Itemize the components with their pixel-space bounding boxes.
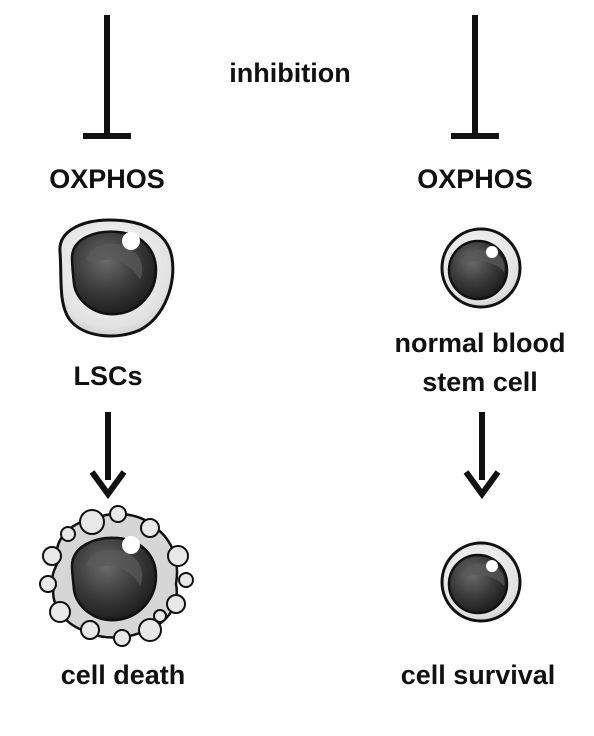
normal-stem-cell-label-line1: normal blood bbox=[394, 328, 566, 358]
left-down-arrow-icon bbox=[89, 412, 127, 500]
dying-cell-icon bbox=[39, 505, 194, 647]
right-down-arrow-icon bbox=[463, 412, 501, 500]
cell-survival-label: cell survival bbox=[400, 660, 556, 690]
lsc-label: LSCs bbox=[73, 361, 143, 391]
right-inhibition-t-bar-icon bbox=[451, 15, 499, 139]
right-oxphos-label: OXPHOS bbox=[417, 164, 533, 194]
lsc-cell-icon bbox=[58, 218, 175, 338]
normal-blood-stem-cell-icon bbox=[440, 227, 522, 309]
inhibition-label: inhibition bbox=[229, 58, 351, 88]
left-inhibition-t-bar-icon bbox=[83, 15, 131, 139]
cell-death-label: cell death bbox=[60, 660, 186, 690]
left-oxphos-label: OXPHOS bbox=[49, 164, 165, 194]
surviving-cell-icon bbox=[440, 541, 522, 623]
normal-stem-cell-label-line2: stem cell bbox=[422, 367, 538, 397]
